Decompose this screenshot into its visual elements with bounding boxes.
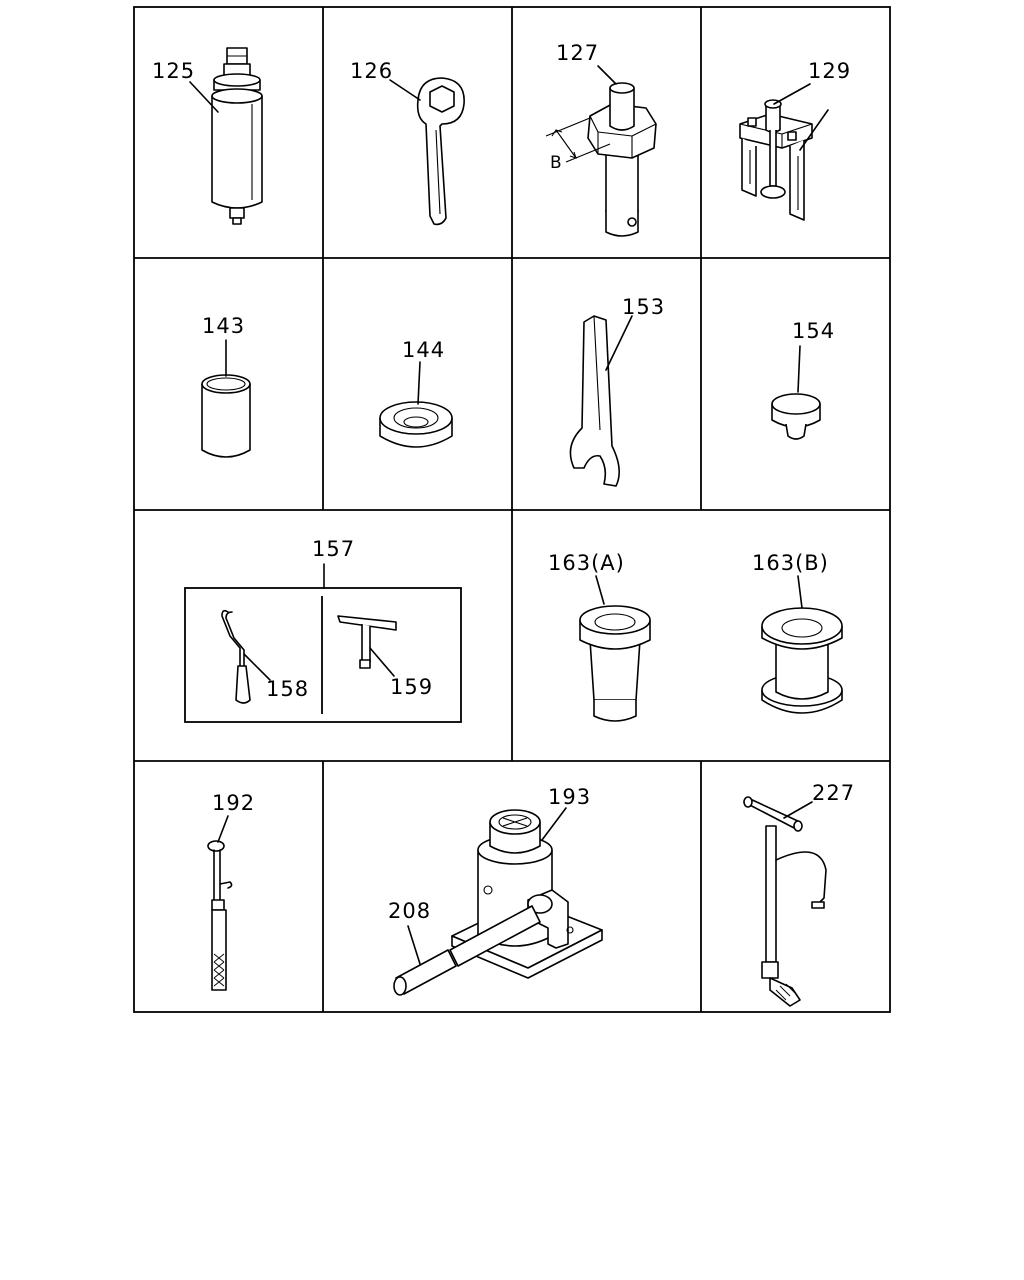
leader-159 <box>369 647 395 677</box>
leader-129-b <box>799 109 829 151</box>
tool-grid <box>133 6 891 1013</box>
label-126: 126 <box>350 59 393 83</box>
tool-126-wrench <box>416 77 465 226</box>
tool-227-pump <box>743 796 827 1007</box>
tool-125-cylinder <box>211 47 263 225</box>
tool-144-ring <box>379 401 453 448</box>
leader-125 <box>189 81 219 113</box>
label-144: 144 <box>402 338 445 362</box>
tool-163a-bushing <box>579 605 651 722</box>
tool-157-kit <box>184 587 462 723</box>
leader-144 <box>417 361 421 405</box>
label-193: 193 <box>548 785 591 809</box>
tool-154-cap <box>771 393 821 440</box>
label-153: 153 <box>622 295 665 319</box>
tool-163b-spool <box>761 607 843 714</box>
tool-153-wrench <box>569 315 620 487</box>
leader-127 <box>597 65 617 85</box>
label-227: 227 <box>812 781 855 805</box>
leader-126 <box>389 79 421 101</box>
leader-192 <box>217 815 229 843</box>
label-129: 129 <box>808 59 851 83</box>
leader-227 <box>783 801 813 819</box>
label-127: 127 <box>556 41 599 65</box>
label-192: 192 <box>212 791 255 815</box>
leader-208 <box>407 925 421 965</box>
tool-129-puller <box>739 99 813 221</box>
label-158: 158 <box>266 677 309 701</box>
tool-192-probe <box>207 840 233 991</box>
label-125: 125 <box>152 59 195 83</box>
tool-158-pick <box>221 609 251 704</box>
label-163a: 163(A) <box>548 551 625 575</box>
leader-154 <box>797 345 801 393</box>
label-154: 154 <box>792 319 835 343</box>
label-208: 208 <box>388 899 431 923</box>
tool-159-t-wrench <box>337 615 397 669</box>
leader-153 <box>605 315 633 371</box>
tool-143-sleeve <box>201 374 251 458</box>
leader-158 <box>243 653 271 681</box>
leader-163a <box>595 575 605 605</box>
label-157: 157 <box>312 537 355 561</box>
leader-163b <box>797 575 803 609</box>
label-127-dimension: B <box>550 153 563 173</box>
leader-129-a <box>773 83 811 105</box>
label-163b: 163(B) <box>752 551 829 575</box>
tool-208-handle-bar <box>393 905 541 996</box>
leader-193 <box>541 807 567 841</box>
label-159: 159 <box>390 675 433 699</box>
label-143: 143 <box>202 314 245 338</box>
dimension-b <box>545 117 611 163</box>
tool-127-socket <box>587 82 657 237</box>
